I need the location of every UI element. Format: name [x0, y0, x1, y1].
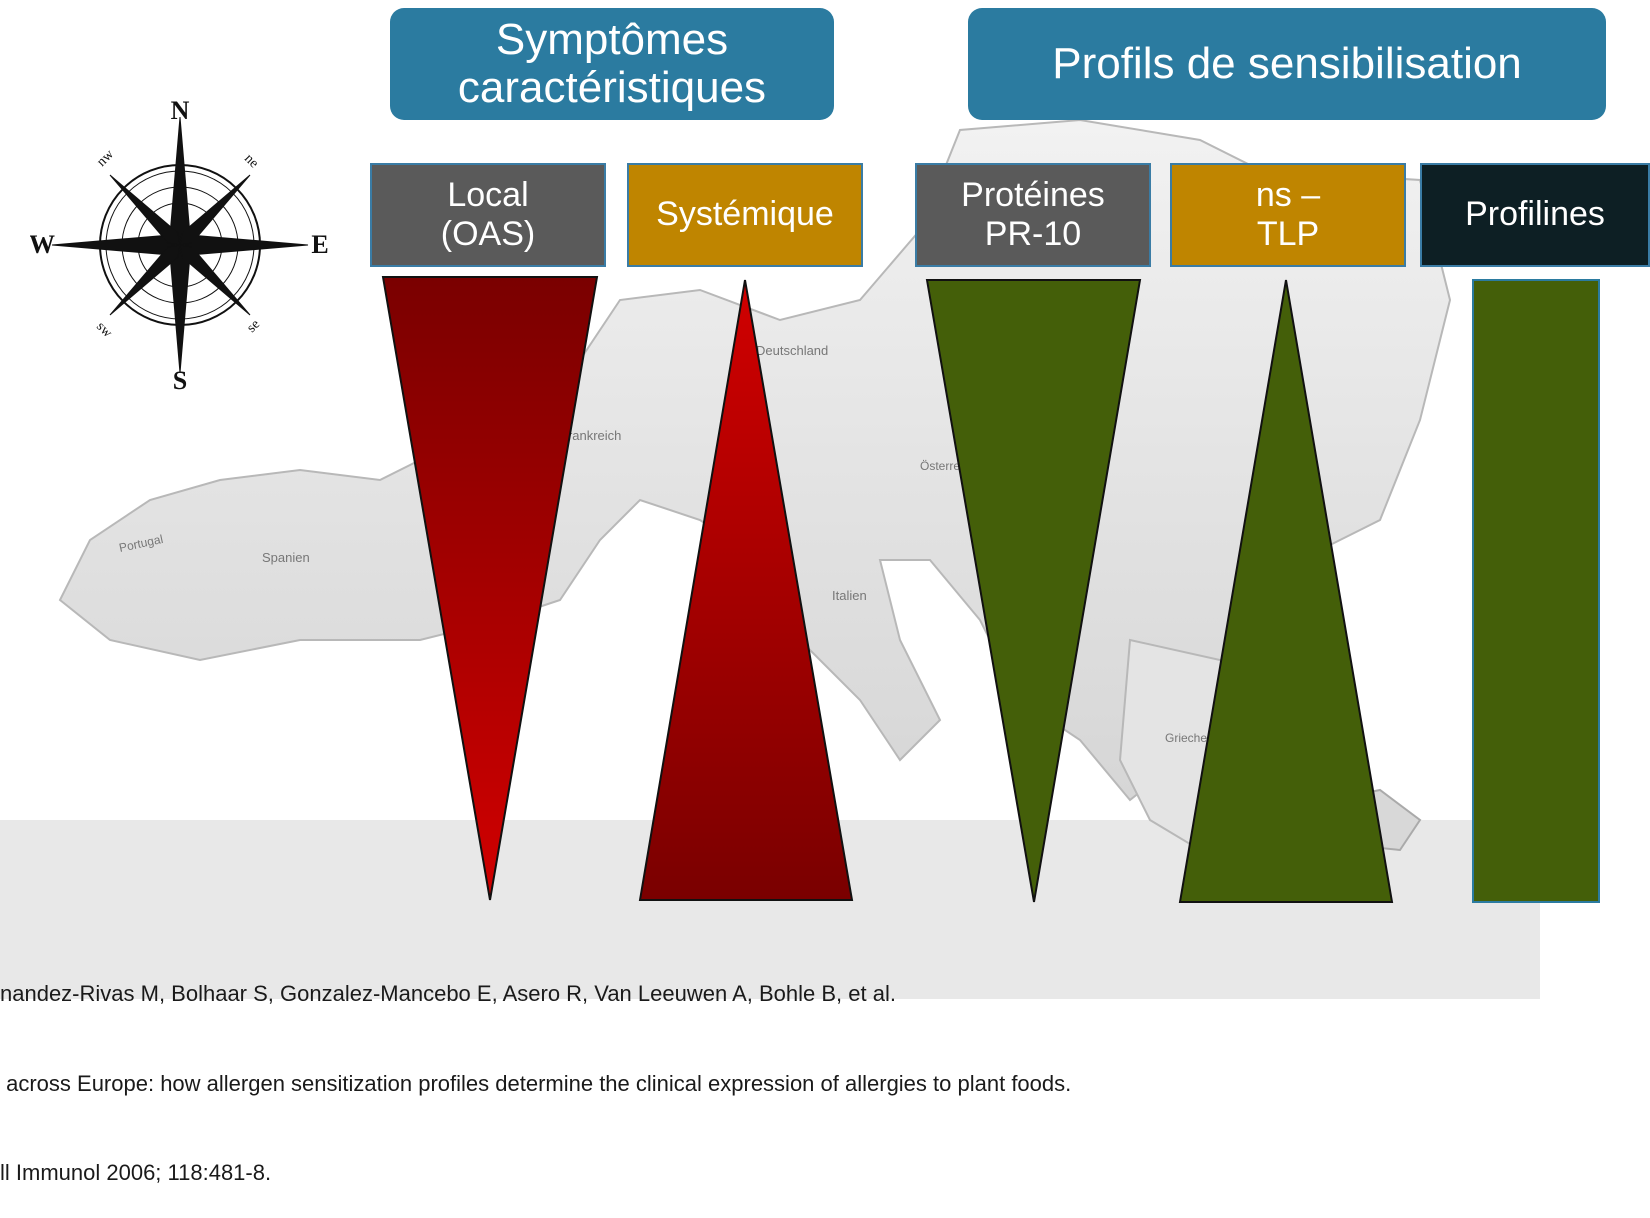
local-triangle-decreasing: [381, 276, 599, 901]
compass-n-label: N: [171, 96, 190, 125]
nstlp-triangle-increasing: [1178, 279, 1394, 903]
label-local-oas: Local (OAS): [370, 163, 606, 267]
label-systemic: Systémique: [627, 163, 863, 267]
map-label-italy: Italien: [832, 588, 867, 603]
citation-line-2: across Europe: how allergen sensitizatio…: [0, 1070, 1072, 1096]
compass-s-label: S: [173, 366, 187, 395]
pr10-triangle-decreasing: [925, 279, 1142, 903]
gradient-shapes: [381, 276, 1600, 903]
label-pr10-proteins: Protéines PR-10: [915, 163, 1151, 267]
map-label-france: Frankreich: [560, 428, 621, 443]
compass-w-label: W: [30, 230, 55, 259]
citation: nandez-Rivas M, Bolhaar S, Gonzalez-Manc…: [0, 920, 1520, 1218]
map-label-spain: Spanien: [262, 550, 310, 565]
compass-rose-icon: N S E W nw ne sw se: [30, 96, 329, 395]
profilins-bar-constant: [1472, 279, 1600, 903]
map-label-germany: Deutschland: [756, 343, 828, 358]
citation-line-3: ll Immunol 2006; 118:481-8.: [0, 1160, 272, 1186]
compass-e-label: E: [311, 230, 328, 259]
symptoms-header: Symptômes caractéristiques: [390, 8, 834, 120]
systemic-triangle-increasing: [638, 279, 854, 901]
label-profilins: Profilines: [1420, 163, 1650, 267]
citation-line-1: nandez-Rivas M, Bolhaar S, Gonzalez-Manc…: [0, 981, 896, 1007]
label-ns-tlp: ns – TLP: [1170, 163, 1406, 267]
profiles-header: Profils de sensibilisation: [968, 8, 1606, 120]
